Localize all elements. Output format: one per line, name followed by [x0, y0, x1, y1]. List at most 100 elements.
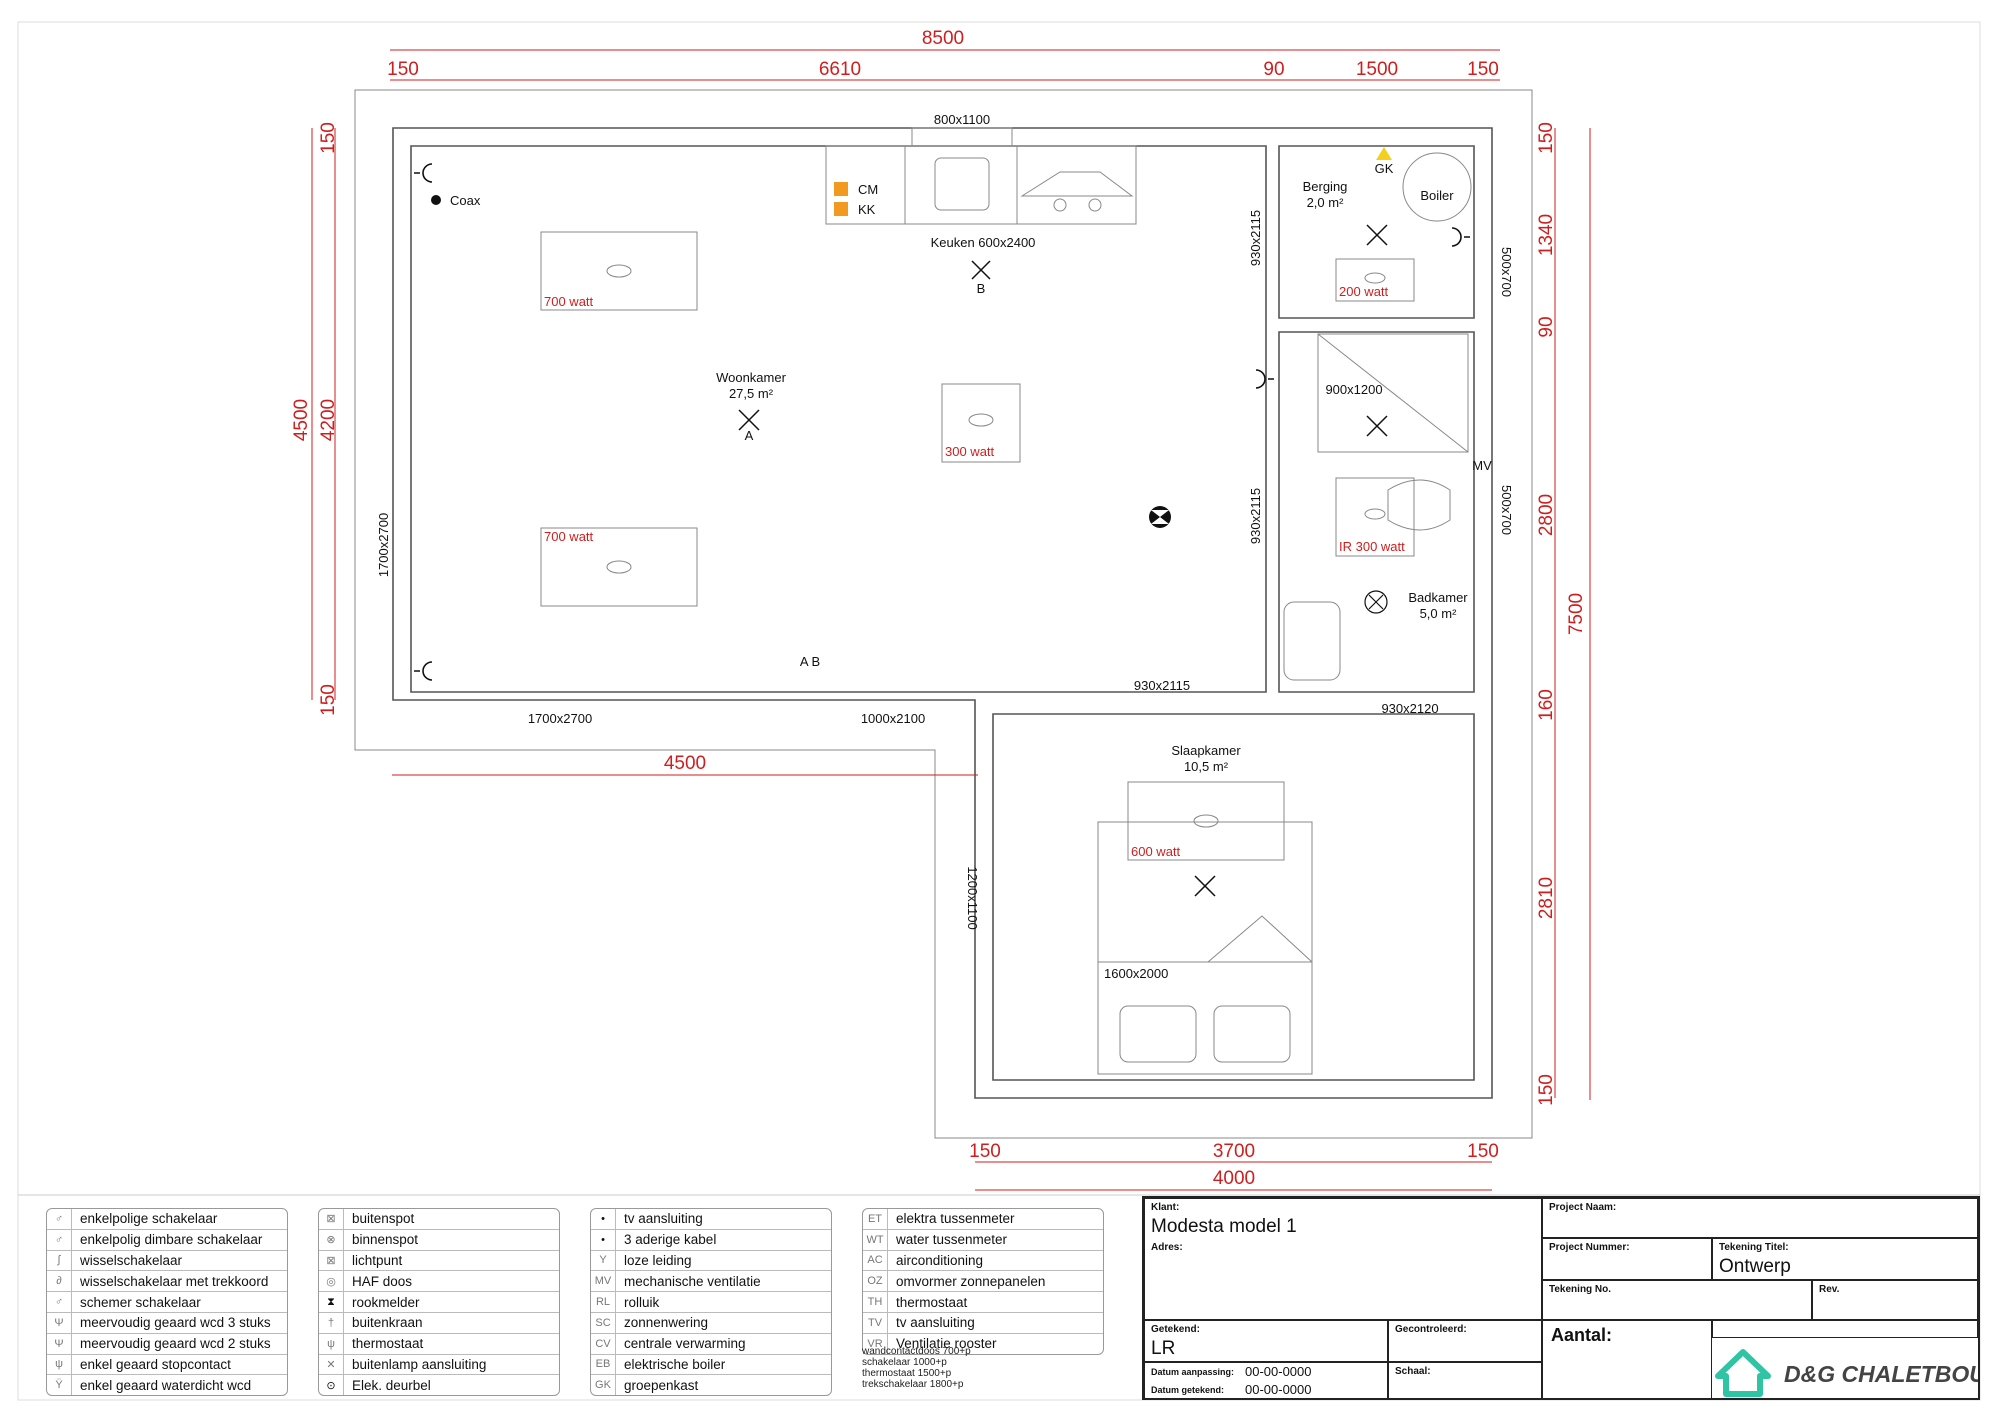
- dim-top-2: 6610: [819, 59, 861, 80]
- coax-label: Coax: [450, 193, 481, 208]
- pillow: [1213, 1005, 1291, 1063]
- legend-code: OZ: [863, 1271, 888, 1292]
- tekening-titel-value: Ontwerp: [1719, 1256, 1791, 1277]
- empty-conduit-icon: Y: [591, 1250, 616, 1271]
- outdoor-lamp-icon: ✕: [319, 1354, 344, 1375]
- blank-cell: [1712, 1320, 1978, 1338]
- dim-right-2: 1340: [1536, 214, 1557, 256]
- socket-triple-icon: Ψ: [47, 1312, 72, 1333]
- legend-code: ET: [863, 1209, 888, 1229]
- smoke-detector-icon: ⧗: [319, 1292, 344, 1312]
- legend-item: ⊗binnenspot: [319, 1229, 559, 1251]
- heater-1: 700 watt: [540, 231, 698, 311]
- window-left-label: 1700x2700: [376, 513, 391, 577]
- gk-warning-icon: [1376, 147, 1392, 160]
- gecontroleerd-cell: Gecontroleerd:: [1388, 1320, 1542, 1362]
- burner: [1053, 198, 1067, 212]
- legend-code: SC: [591, 1312, 616, 1333]
- window-slaap-label: 1200x1100: [965, 866, 980, 929]
- legend-item: ∫wisselschakelaar: [47, 1250, 287, 1272]
- getekend-value: LR: [1151, 1338, 1176, 1359]
- outdoor-spot-icon: ⊠: [319, 1209, 344, 1229]
- heater-2: 700 watt: [540, 527, 698, 607]
- indoor-spot-icon: ⊗: [319, 1229, 344, 1250]
- pull-switch-icon: ∂: [47, 1271, 72, 1292]
- legend-note: schakelaar 1000+p: [862, 1357, 947, 1368]
- dim-right-5: 160: [1536, 689, 1557, 721]
- heater-4: 200 watt: [1335, 258, 1415, 302]
- woonkamer-name: Woonkamer: [716, 370, 787, 385]
- waterproof-socket-icon: Ϋ: [47, 1375, 72, 1396]
- dim-left-inner: 4200: [318, 399, 339, 441]
- twilight-switch-icon: ♂: [47, 1292, 72, 1312]
- light-point-icon: ⊠: [319, 1250, 344, 1271]
- window-berging-label: 500x700: [1499, 247, 1514, 297]
- legend-code: TH: [863, 1292, 888, 1312]
- heater-5-watt: IR 300 watt: [1339, 539, 1405, 554]
- legend-col-1: ♂enkelpolige schakelaar ♂enkelpolig dimb…: [46, 1208, 288, 1397]
- haf-box-icon: ◎: [319, 1271, 344, 1292]
- kitchen-window: [911, 127, 1013, 147]
- badkamer-area: 5,0 m²: [1420, 606, 1458, 621]
- dim-left-top: 150: [318, 122, 339, 154]
- socket-double-icon: Ψ: [47, 1333, 72, 1354]
- slaapkamer-area: 10,5 m²: [1184, 759, 1229, 774]
- project-nummer-cell: Project Nummer:: [1542, 1238, 1712, 1280]
- dim-left-outer: 4500: [291, 399, 312, 441]
- keuken-light-id: B: [977, 281, 986, 296]
- tekening-no-label: Tekening No.: [1549, 1284, 1612, 1295]
- project-naam-cell: Project Naam:: [1542, 1198, 1978, 1238]
- dim-bottom-total: 4000: [1213, 1168, 1255, 1189]
- datum-cell: Datum aanpassing: 00-00-0000 Datum getek…: [1144, 1362, 1388, 1400]
- boiler-label: Boiler: [1420, 188, 1454, 203]
- lichtpunt-circle-icon: [1364, 590, 1388, 614]
- legend-code: AC: [863, 1250, 888, 1271]
- legend-notes: wandcontactdoos 700+p schakelaar 1000+p …: [862, 1346, 971, 1390]
- woonkamer-light-id: A: [745, 428, 754, 443]
- heater-5: IR 300 watt: [1335, 477, 1415, 557]
- boiler-circle: [1402, 152, 1472, 222]
- datum-aanpassing-value: 00-00-0000: [1245, 1364, 1312, 1379]
- legend-code: VR: [863, 1333, 888, 1354]
- gk-label: GK: [1375, 161, 1394, 176]
- legend-item: ♂schemer schakelaar: [47, 1292, 287, 1313]
- kk-label: KK: [858, 202, 876, 217]
- switch-icon: ♂: [47, 1209, 72, 1229]
- dim-right-1: 150: [1536, 122, 1557, 154]
- legend-note: trekschakelaar 1800+p: [862, 1379, 964, 1390]
- legend-item: ⊠lichtpunt: [319, 1250, 559, 1272]
- dim-bottom-1: 150: [969, 1141, 1001, 1162]
- schaal-label: Schaal:: [1395, 1366, 1431, 1377]
- badkamer-wall: [1278, 331, 1475, 693]
- legend-item: ◎HAF doos: [319, 1271, 559, 1293]
- dim-right-total: 7500: [1566, 593, 1587, 635]
- heater-1-watt: 700 watt: [544, 294, 594, 309]
- badkamer-name: Badkamer: [1408, 590, 1468, 605]
- tv-connection-icon: •: [591, 1209, 616, 1229]
- legend-item: ⧗rookmelder: [319, 1292, 559, 1313]
- door-bottom-label: 1000x2100: [861, 711, 925, 726]
- klant-value: Modesta model 1: [1151, 1216, 1297, 1237]
- legend-code: EB: [591, 1354, 616, 1375]
- dim-top-1: 150: [387, 59, 419, 80]
- ab-label: A B: [800, 654, 820, 669]
- coffee-machine-icon: [834, 182, 848, 196]
- project-naam-label: Project Naam:: [1549, 1202, 1617, 1213]
- dim-bottom-3: 150: [1467, 1141, 1499, 1162]
- heater-6: 600 watt: [1127, 781, 1285, 861]
- legend-code: CV: [591, 1333, 616, 1354]
- tekening-no-cell: Tekening No.: [1542, 1280, 1812, 1320]
